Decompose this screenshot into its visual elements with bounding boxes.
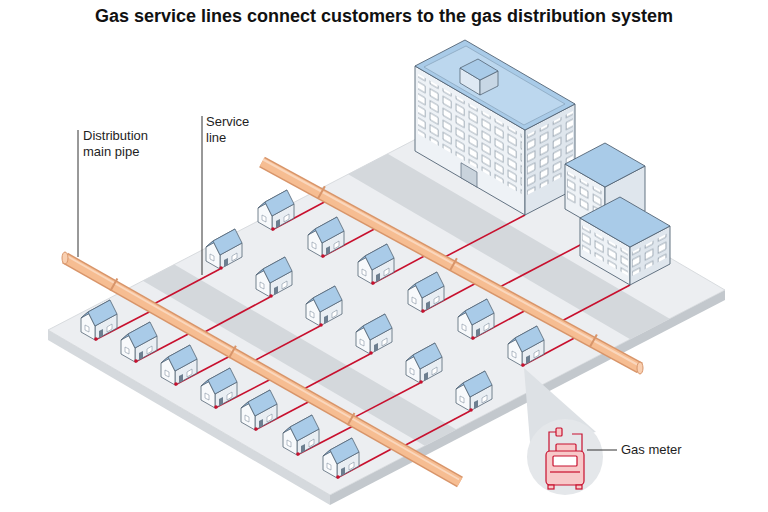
pipe-outline: [262, 162, 640, 368]
house: [256, 257, 292, 298]
meter-dial: [553, 456, 577, 466]
distribution-main-pipe: [262, 160, 643, 375]
pipe-body: [65, 258, 460, 482]
pipe-joint: [111, 279, 118, 291]
pipe-body: [262, 162, 640, 368]
house: [283, 415, 319, 456]
pipe-joint: [450, 258, 457, 270]
service-line: [250, 326, 320, 363]
door: [461, 163, 477, 187]
leader-line: [202, 116, 203, 275]
commercial-building: [580, 197, 670, 285]
leader-line: [78, 130, 79, 257]
house: [406, 343, 442, 384]
callout-circle: [527, 419, 603, 495]
building-windows: [418, 74, 522, 214]
house: [81, 300, 117, 341]
service-line: [400, 411, 470, 448]
house: [258, 190, 294, 231]
roof-box: [460, 59, 498, 80]
callout-label: Gas meter: [621, 442, 682, 458]
house: [508, 326, 544, 367]
house: [358, 244, 394, 285]
service-line: [300, 354, 370, 391]
callout-label: Distribution main pipe: [83, 128, 173, 160]
pipe-outline: [65, 258, 460, 482]
house: [308, 217, 344, 258]
houses: [81, 190, 544, 479]
window-grid: [632, 233, 668, 276]
house: [161, 345, 197, 386]
service-line: [200, 297, 270, 335]
meter-body: [546, 451, 584, 485]
ground-slab: [48, 125, 725, 505]
callout-label: Service line: [206, 114, 249, 146]
pipe-end: [62, 252, 68, 264]
house: [356, 314, 392, 355]
service-line: [558, 285, 630, 323]
gas-meter-icon: [546, 428, 584, 489]
house: [206, 229, 242, 270]
pipe-end: [637, 362, 643, 374]
house: [408, 272, 444, 313]
window-grid: [418, 74, 522, 195]
apartment-building: [415, 40, 575, 215]
distribution-main-pipe: [62, 252, 460, 482]
meter-foot: [548, 485, 554, 489]
street: [143, 264, 457, 445]
house: [323, 438, 359, 479]
pipe-highlight: [66, 256, 459, 480]
house: [241, 390, 277, 431]
building-windows: [582, 225, 628, 276]
meter-seam: [550, 471, 580, 472]
building-windows: [632, 233, 668, 276]
house: [121, 322, 157, 363]
slab-top: [48, 125, 725, 495]
pipe-joint: [229, 346, 236, 358]
meter-valve: [556, 428, 562, 436]
leader-line: [587, 450, 617, 451]
service-line: [150, 269, 220, 306]
house: [458, 299, 494, 340]
house: [201, 368, 237, 409]
pipe-joint: [318, 186, 325, 198]
house: [306, 286, 342, 327]
pipe-joint: [590, 335, 597, 347]
service-line: [441, 215, 525, 259]
pipe-highlight: [263, 160, 639, 366]
house: [456, 371, 492, 412]
gas-meter-callout: [524, 368, 603, 495]
window-grid: [582, 225, 628, 276]
meter-foot: [576, 485, 582, 489]
pipe-joint: [348, 413, 355, 425]
diagram-title: Gas service lines connect customers to t…: [0, 5, 768, 27]
service-line: [350, 383, 420, 420]
